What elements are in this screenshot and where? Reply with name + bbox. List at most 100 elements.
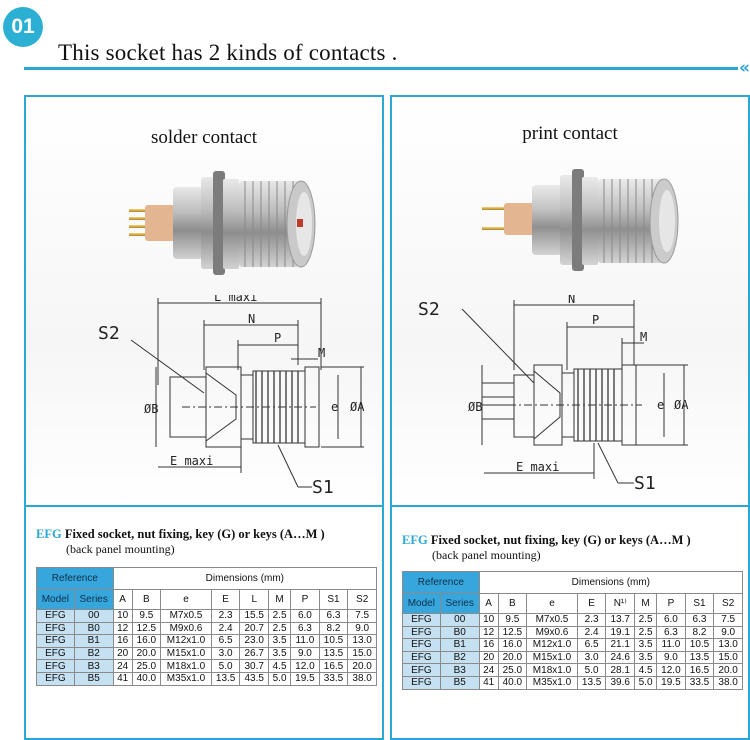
dim-label-m: M <box>640 330 647 344</box>
caption-text: Fixed socket, nut fixing, key (G) or key… <box>430 533 691 547</box>
table-cell: 16 <box>478 638 499 652</box>
double-chevron-left-icon: « <box>739 58 750 78</box>
dim-label-p: P <box>592 313 599 327</box>
table-cell: 33.5 <box>684 675 715 690</box>
table-cell: 9.0 <box>347 621 377 636</box>
table-cell: M7x0.5 <box>526 613 578 627</box>
table-cell: 13.5 <box>318 646 349 661</box>
caption-efg: EFG <box>36 527 62 541</box>
table-cell: 6.0 <box>290 609 320 623</box>
table-cell: 2.5 <box>634 613 658 627</box>
table-cell: 12.0 <box>656 663 686 677</box>
column-header: S1 <box>684 593 715 614</box>
table-cell: 13.0 <box>347 634 377 648</box>
table-cell: 6.3 <box>684 613 715 627</box>
dim-label-emaxi: E maxi <box>170 454 213 468</box>
table-cell: B1 <box>73 634 114 648</box>
dim-label-m: M <box>318 346 325 360</box>
table-cell: 00 <box>439 613 480 627</box>
table-cell: 2.4 <box>576 625 607 640</box>
table-cell: EFG <box>36 634 75 648</box>
table-cell: 3.5 <box>268 634 292 648</box>
table-cell: 8.2 <box>318 621 349 636</box>
table-cell: 9.0 <box>290 646 320 661</box>
column-header: M <box>268 589 292 610</box>
table-cell: 15.0 <box>713 650 743 665</box>
table-cell: 20 <box>112 646 133 661</box>
table-caption: EFG Fixed socket, nut fixing, key (G) or… <box>402 533 691 563</box>
panel-divider <box>26 505 382 507</box>
table-cell: EFG <box>36 659 75 673</box>
table-cell: M18x1.0 <box>160 659 212 673</box>
column-header: S1 <box>318 589 349 610</box>
table-cell: 20.7 <box>239 621 270 636</box>
table-cell: B5 <box>439 675 480 690</box>
table-cell: 3.5 <box>634 638 658 652</box>
dim-label-s1: S1 <box>634 473 656 494</box>
table-cell: 2.4 <box>210 621 241 636</box>
table-cell: 25.0 <box>131 659 162 673</box>
column-header: E <box>210 589 241 610</box>
product-area <box>26 97 382 507</box>
table-cell: 13.5 <box>576 675 607 690</box>
table-cell: M12x1.0 <box>526 638 578 652</box>
table-cell: 2.5 <box>634 625 658 640</box>
panel-solder-contact: solder contact <box>24 95 384 740</box>
table-cell: B1 <box>439 638 480 652</box>
column-header: M <box>634 593 658 614</box>
dimensions-header: Dimensions (mm) <box>112 567 378 590</box>
table-cell: 12.5 <box>497 625 528 640</box>
table-cell: 9.0 <box>656 650 686 665</box>
solder-socket-photo <box>129 171 316 275</box>
table-cell: 25.0 <box>497 663 528 677</box>
table-cell: EFG <box>36 609 75 623</box>
table-cell: B2 <box>439 650 480 665</box>
dim-label-b: ØB <box>468 400 482 414</box>
table-cell: M15x1.0 <box>160 646 212 661</box>
table-cell: 12.5 <box>131 621 162 636</box>
table-cell: EFG <box>36 621 75 636</box>
table-cell: 24 <box>112 659 133 673</box>
table-cell: 11.0 <box>656 638 686 652</box>
table-cell: 43.5 <box>239 671 270 686</box>
reference-header: Reference <box>402 571 480 594</box>
table-cell: 13.5 <box>210 671 241 686</box>
contact-title: solder contact <box>150 127 258 148</box>
table-cell: 20.0 <box>347 659 377 673</box>
table-cell: M35x1.0 <box>526 675 578 690</box>
product-area <box>392 97 748 507</box>
table-cell: 3.0 <box>210 646 241 661</box>
table-cell: 3.0 <box>576 650 607 665</box>
column-header: P <box>656 593 686 614</box>
table-cell: 20 <box>478 650 499 665</box>
table-cell: EFG <box>36 671 75 686</box>
table-cell: M15x1.0 <box>526 650 578 665</box>
table-cell: 12.0 <box>290 659 320 673</box>
table-cell: EFG <box>402 625 441 640</box>
column-header: e <box>526 593 578 614</box>
table-cell: 39.6 <box>605 675 636 690</box>
table-cell: 20.0 <box>497 650 528 665</box>
table-cell: EFG <box>402 675 441 690</box>
column-header: B <box>497 593 528 614</box>
table-cell: B3 <box>439 663 480 677</box>
table-cell: 24 <box>478 663 499 677</box>
table-cell: 4.5 <box>268 659 292 673</box>
dim-label-e: e <box>657 398 664 412</box>
table-cell: EFG <box>402 613 441 627</box>
table-cell: B3 <box>73 659 114 673</box>
table-cell: 00 <box>73 609 114 623</box>
table-cell: EFG <box>402 638 441 652</box>
table-cell: 13.7 <box>605 613 636 627</box>
column-header: N¹⁾ <box>605 593 636 614</box>
print-socket-photo <box>482 169 679 271</box>
